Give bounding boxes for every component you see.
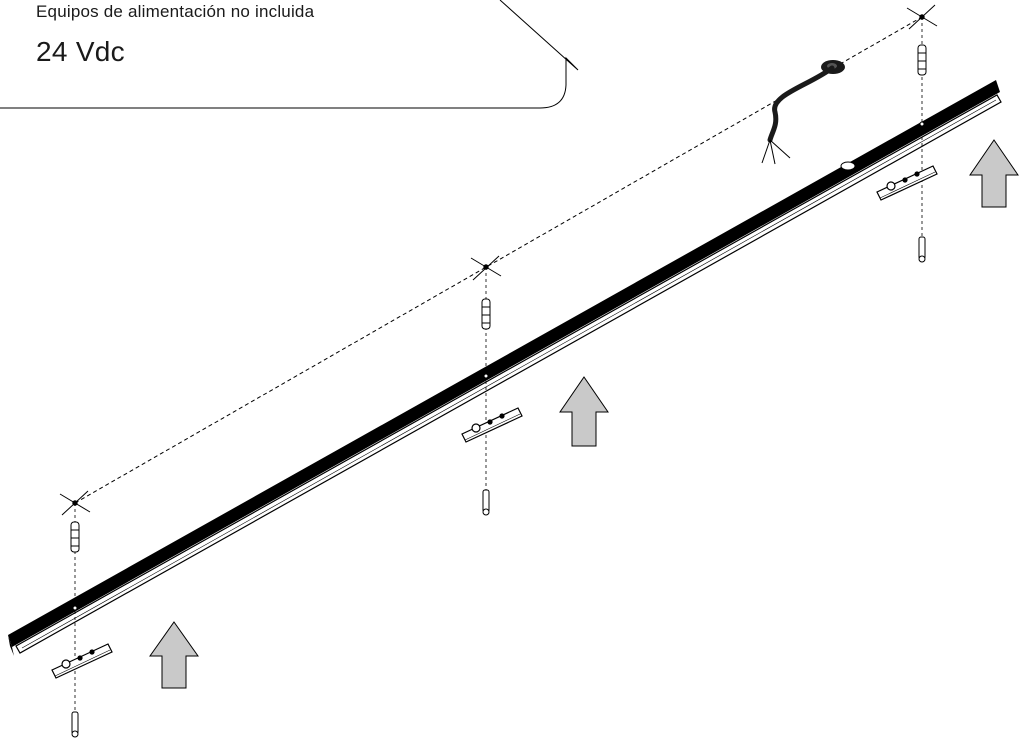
screw-icon [71, 711, 79, 738]
callout-bubble [0, 0, 579, 109]
callout-line-voltage: 24 Vdc [36, 36, 125, 67]
led-profile-rail [8, 80, 1002, 656]
mounting-clip-icon [51, 643, 113, 679]
upward-arrow-icon [969, 139, 1019, 208]
callout-line-power-note: Equipos de alimentación no incluida [36, 2, 315, 21]
wall-plug-icon [917, 44, 927, 76]
mounting-clip-icon [461, 407, 523, 443]
upward-arrow-icon [149, 621, 199, 689]
upward-arrow-icon [559, 376, 609, 447]
wall-plug-icon [70, 521, 80, 553]
power-cable-icon [761, 60, 845, 165]
screw-icon [482, 489, 490, 516]
wall-plug-icon [481, 298, 491, 330]
mounting-clip-icon [876, 165, 938, 201]
screw-icon [918, 236, 926, 263]
